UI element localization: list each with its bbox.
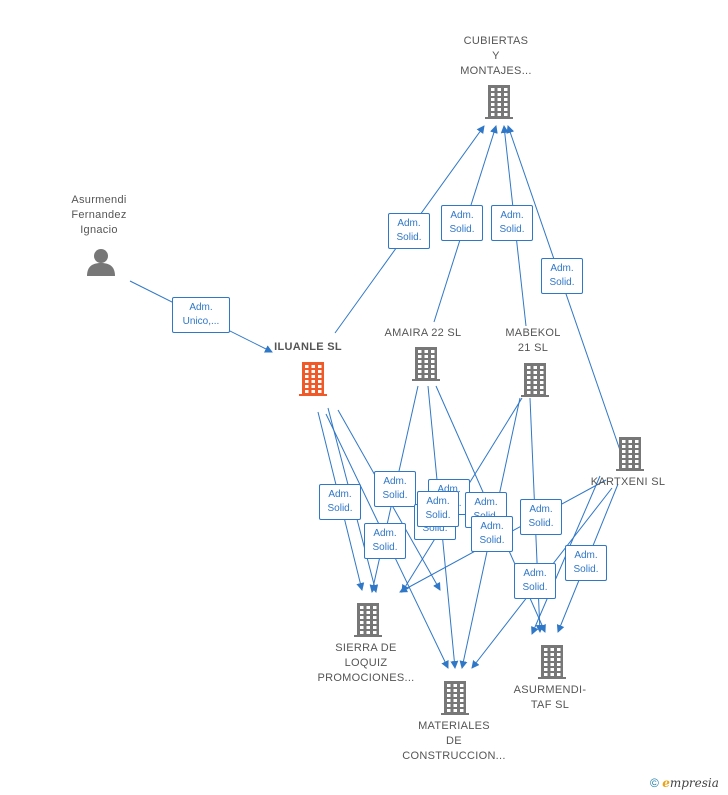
edge-label[interactable]: Adm. Solid. — [491, 205, 533, 241]
building-icon[interactable] — [615, 436, 645, 477]
footer-brand: © empresia — [650, 776, 719, 790]
node-asurmendi-taf[interactable]: ASURMENDI- TAF SL — [475, 683, 625, 713]
person-icon[interactable] — [86, 247, 116, 282]
node-label: MATERIALES DE CONSTRUCCION... — [402, 720, 506, 762]
edge-label[interactable]: Adm. Solid. — [364, 523, 406, 559]
edge-label[interactable]: Adm. Solid. — [471, 516, 513, 552]
edge-label[interactable]: Adm. Solid. — [514, 563, 556, 599]
building-icon[interactable] — [484, 84, 514, 125]
building-icon[interactable] — [353, 602, 383, 643]
node-label: Asurmendi Fernandez Ignacio — [71, 194, 127, 236]
edge-label[interactable]: Adm. Solid. — [565, 545, 607, 581]
node-label: ASURMENDI- TAF SL — [513, 684, 587, 711]
node-label: SIERRA DE LOQUIZ PROMOCIONES... — [317, 642, 415, 684]
node-amaira[interactable]: AMAIRA 22 SL — [348, 326, 498, 341]
building-icon[interactable] — [520, 362, 550, 403]
edge-label[interactable]: Adm. Solid. — [441, 205, 483, 241]
building-icon[interactable] — [440, 680, 470, 721]
edge-label[interactable]: Adm. Solid. — [374, 471, 416, 507]
building-icon[interactable] — [411, 346, 441, 387]
node-kartxeni[interactable]: KARTXENI SL — [553, 475, 703, 490]
node-sierra[interactable]: SIERRA DE LOQUIZ PROMOCIONES... — [291, 641, 441, 686]
node-label: AMAIRA 22 SL — [384, 327, 462, 339]
edge-label[interactable]: Adm. Unico,... — [172, 297, 230, 333]
building-icon[interactable] — [298, 361, 328, 402]
node-asurmendi-fernandez[interactable]: Asurmendi Fernandez Ignacio — [24, 193, 174, 238]
node-label: ILUANLE SL — [274, 341, 342, 353]
brand-logo: empresia — [662, 776, 719, 790]
node-materiales[interactable]: MATERIALES DE CONSTRUCCION... — [379, 719, 529, 764]
node-mabekol[interactable]: MABEKOL 21 SL — [458, 326, 608, 356]
node-label: KARTXENI SL — [590, 476, 666, 488]
edge-label[interactable]: Adm. Solid. — [417, 491, 459, 527]
building-icon[interactable] — [537, 644, 567, 685]
edge-label[interactable]: Adm. Solid. — [541, 258, 583, 294]
node-label: MABEKOL 21 SL — [505, 327, 561, 354]
edge-label[interactable]: Adm. Solid. — [520, 499, 562, 535]
node-iluanle[interactable]: ILUANLE SL — [233, 340, 383, 355]
node-label: CUBIERTAS Y MONTAJES... — [460, 35, 532, 77]
node-cubiertas[interactable]: CUBIERTAS Y MONTAJES... — [421, 34, 571, 79]
edge-label[interactable]: Adm. Solid. — [319, 484, 361, 520]
copyright-symbol: © — [650, 776, 659, 790]
edge-label[interactable]: Adm. Solid. — [388, 213, 430, 249]
